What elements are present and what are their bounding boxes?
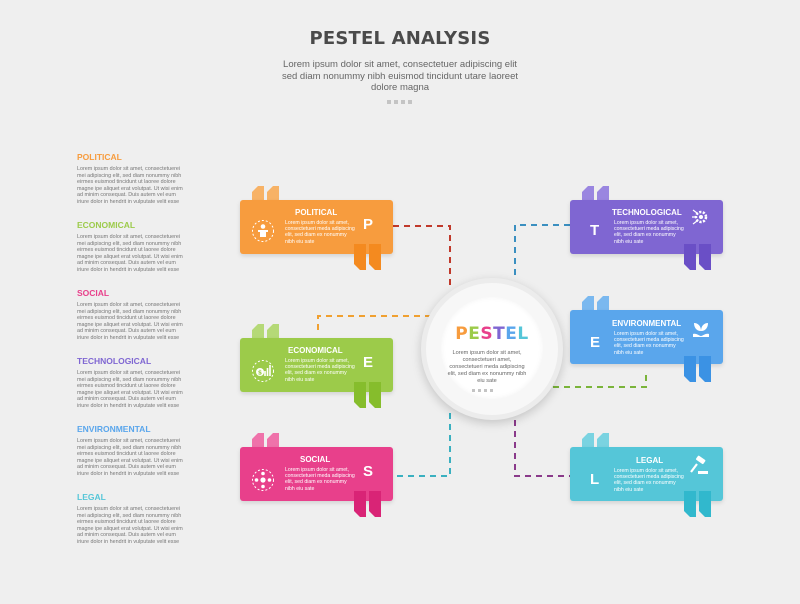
connector-legal (514, 420, 570, 477)
list-body-political: Lorem ipsum dolor sit amet, consectetuer… (77, 166, 183, 205)
technological-box-letter: T (590, 222, 600, 239)
social-box-letter: S (363, 463, 374, 480)
legal-box: L LEGAL Lorem ipsum dolor sit amet, cons… (570, 447, 723, 501)
list-body-legal: Lorem ipsum dolor sit amet, consectetuer… (77, 506, 183, 545)
page-title: PESTEL ANALYSIS (309, 28, 491, 49)
environmental-close-quote-icon (684, 356, 711, 382)
svg-text:$: $ (258, 370, 262, 377)
page-subtitle: Lorem ipsum dolor sit amet, consectetuer… (281, 59, 519, 93)
political-box-body: Lorem ipsum dolor sit amet, consectetuer… (285, 220, 355, 245)
connector-economical (317, 315, 430, 330)
social-close-quote-icon (354, 491, 381, 517)
list-title-legal: LEGAL (77, 492, 106, 502)
economical-box: $ ECONOMICAL Lorem ipsum dolor sit amet,… (240, 338, 393, 392)
money-growth-icon: $ (252, 360, 274, 382)
podium-speaker-icon (252, 220, 274, 242)
political-box-letter: P (363, 216, 374, 233)
economical-box-body: Lorem ipsum dolor sit amet, consectetuer… (285, 358, 355, 383)
center-inner-circle (441, 297, 543, 399)
list-body-social: Lorem ipsum dolor sit amet, consectetuer… (77, 302, 183, 341)
center-text: Lorem ipsum dolor sit amet, consectetuer… (447, 350, 527, 384)
people-network-icon (252, 469, 274, 491)
technological-box-title: TECHNOLOGICAL (612, 208, 682, 217)
center-pestel-word: PESTEL (455, 324, 529, 344)
connector-social (397, 412, 451, 477)
tech-gear-icon (692, 209, 708, 225)
economical-box-letter: E (363, 354, 374, 371)
environmental-box-body: Lorem ipsum dolor sit amet, consectetuer… (614, 331, 684, 356)
connector-political (393, 225, 451, 290)
plant-hand-icon (693, 323, 709, 337)
header-dots (387, 100, 412, 104)
legal-box-body: Lorem ipsum dolor sit amet, consectetuer… (614, 468, 684, 493)
connector-environmental (553, 370, 647, 388)
technological-close-quote-icon (684, 244, 711, 270)
list-title-social: SOCIAL (77, 288, 110, 298)
center-dots (472, 389, 493, 392)
list-title-technological: TECHNOLOGICAL (77, 356, 152, 366)
list-body-environmental: Lorem ipsum dolor sit amet, consectetuer… (77, 438, 183, 477)
connector-technological (514, 224, 570, 280)
economical-close-quote-icon (354, 382, 381, 408)
environmental-box-title: ENVIRONMENTAL (612, 319, 682, 328)
legal-close-quote-icon (684, 491, 711, 517)
legal-box-letter: L (590, 471, 600, 488)
list-body-technological: Lorem ipsum dolor sit amet, consectetuer… (77, 370, 183, 409)
political-box-title: POLITICAL (295, 208, 338, 217)
gavel-icon (690, 455, 708, 474)
list-body-economical: Lorem ipsum dolor sit amet, consectetuer… (77, 234, 183, 273)
social-box: SOCIAL Lorem ipsum dolor sit amet, conse… (240, 447, 393, 501)
legal-box-title: LEGAL (636, 456, 664, 465)
political-close-quote-icon (354, 244, 381, 270)
environmental-box: E ENVIRONMENTAL Lorem ipsum dolor sit am… (570, 310, 723, 364)
technological-box: T TECHNOLOGICAL Lorem ipsum dolor sit am… (570, 200, 723, 254)
environmental-box-letter: E (590, 334, 601, 351)
technological-box-body: Lorem ipsum dolor sit amet, consectetuer… (614, 220, 684, 245)
social-box-title: SOCIAL (300, 455, 331, 464)
list-title-environmental: ENVIRONMENTAL (77, 424, 151, 434)
political-box: POLITICAL Lorem ipsum dolor sit amet, co… (240, 200, 393, 254)
social-box-body: Lorem ipsum dolor sit amet, consectetuer… (285, 467, 355, 492)
economical-box-title: ECONOMICAL (288, 346, 343, 355)
list-title-political: POLITICAL (77, 152, 122, 162)
list-title-economical: ECONOMICAL (77, 220, 136, 230)
